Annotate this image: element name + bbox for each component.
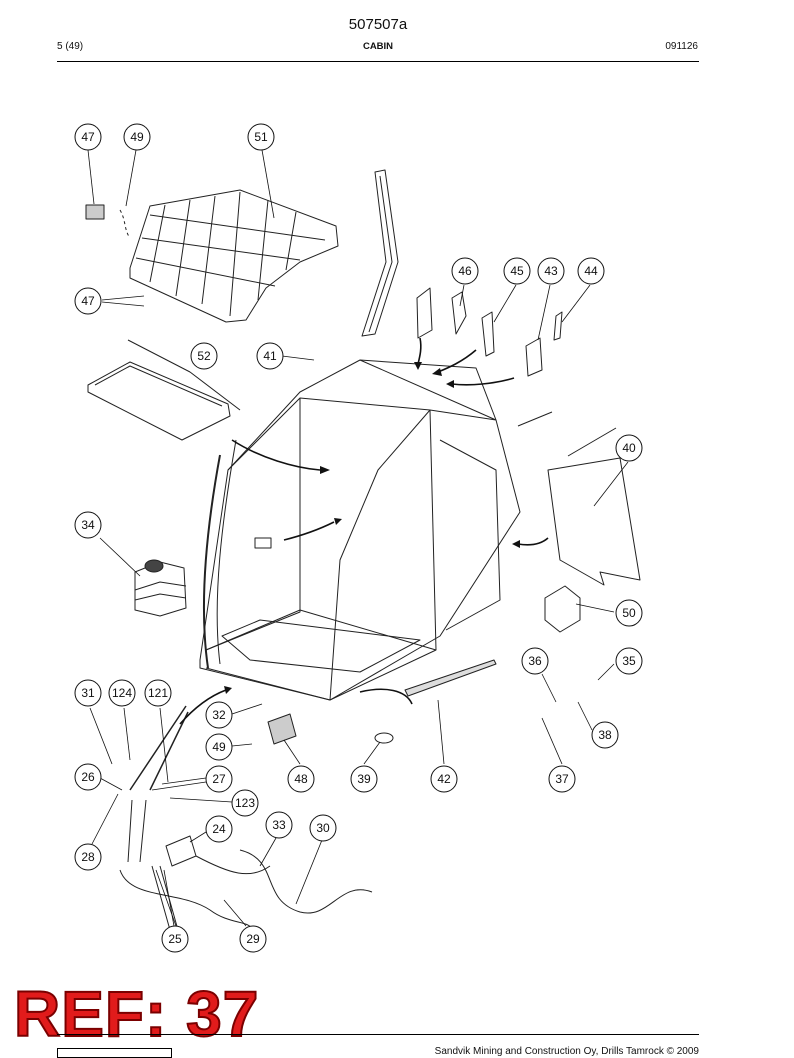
callout-35: 35 bbox=[615, 647, 643, 675]
callout-31: 31 bbox=[74, 679, 102, 707]
callout-50: 50 bbox=[615, 599, 643, 627]
callout-label: 33 bbox=[272, 818, 286, 832]
callout-41: 41 bbox=[256, 342, 284, 370]
callout-label: 34 bbox=[81, 518, 95, 532]
callout-33: 33 bbox=[265, 811, 293, 839]
callout-25: 25 bbox=[161, 925, 189, 953]
callout-47: 47 bbox=[74, 123, 102, 151]
callout-label: 38 bbox=[598, 728, 612, 742]
callout-label: 123 bbox=[235, 796, 255, 810]
callout-label: 36 bbox=[528, 654, 542, 668]
callout-26: 26 bbox=[74, 763, 102, 791]
callout-label: 30 bbox=[316, 821, 330, 835]
callout-42: 42 bbox=[430, 765, 458, 793]
date-code: 091126 bbox=[665, 41, 698, 52]
callout-52: 52 bbox=[190, 342, 218, 370]
callout-label: 124 bbox=[112, 686, 132, 700]
callout-32: 32 bbox=[205, 701, 233, 729]
callout-36: 36 bbox=[521, 647, 549, 675]
callout-label: 48 bbox=[294, 772, 308, 786]
callout-label: 44 bbox=[584, 264, 598, 278]
callout-label: 40 bbox=[622, 441, 636, 455]
callout-37: 37 bbox=[548, 765, 576, 793]
callout-label: 25 bbox=[168, 932, 182, 946]
callout-124: 124 bbox=[108, 679, 136, 707]
callout-49: 49 bbox=[123, 123, 151, 151]
callout-27: 27 bbox=[205, 765, 233, 793]
callout-28: 28 bbox=[74, 843, 102, 871]
footer-rule bbox=[57, 1034, 699, 1035]
callout-47b: 47 bbox=[74, 287, 102, 315]
callout-45: 45 bbox=[503, 257, 531, 285]
header-rule bbox=[57, 61, 699, 62]
callout-label: 39 bbox=[357, 772, 371, 786]
callout-label: 41 bbox=[263, 349, 277, 363]
callout-label: 46 bbox=[458, 264, 472, 278]
callout-label: 29 bbox=[246, 932, 260, 946]
callout-label: 47 bbox=[81, 130, 95, 144]
section-title: CABIN bbox=[362, 41, 394, 52]
callout-label: 43 bbox=[544, 264, 558, 278]
callout-48: 48 bbox=[287, 765, 315, 793]
callout-51: 51 bbox=[247, 123, 275, 151]
callout-label: 24 bbox=[212, 822, 226, 836]
callout-24: 24 bbox=[205, 815, 233, 843]
callout-29: 29 bbox=[239, 925, 267, 953]
callout-121: 121 bbox=[144, 679, 172, 707]
callout-44: 44 bbox=[577, 257, 605, 285]
document-number: 507507a bbox=[348, 16, 408, 33]
callout-label: 47 bbox=[81, 294, 95, 308]
callout-label: 28 bbox=[81, 850, 95, 864]
callout-label: 32 bbox=[212, 708, 226, 722]
sandvik-logo bbox=[57, 1048, 172, 1058]
callout-49b: 49 bbox=[205, 733, 233, 761]
callout-43: 43 bbox=[537, 257, 565, 285]
callout-label: 26 bbox=[81, 770, 95, 784]
callout-label: 42 bbox=[437, 772, 451, 786]
page-number: 5 (49) bbox=[57, 41, 84, 52]
callout-label: 27 bbox=[212, 772, 226, 786]
callout-46: 46 bbox=[451, 257, 479, 285]
callout-label: 49 bbox=[130, 130, 144, 144]
callout-38: 38 bbox=[591, 721, 619, 749]
callout-label: 45 bbox=[510, 264, 524, 278]
callout-label: 37 bbox=[555, 772, 569, 786]
callout-label: 51 bbox=[254, 130, 268, 144]
callout-label: 50 bbox=[622, 606, 636, 620]
callout-40: 40 bbox=[615, 434, 643, 462]
ref-stamp: REF: 37 bbox=[13, 978, 260, 1050]
callout-label: 121 bbox=[148, 686, 168, 700]
callout-label: 49 bbox=[212, 740, 226, 754]
callout-label: 31 bbox=[81, 686, 95, 700]
callout-label: 52 bbox=[197, 349, 211, 363]
callout-123: 123 bbox=[231, 789, 259, 817]
callout-34: 34 bbox=[74, 511, 102, 539]
copyright-notice: Sandvik Mining and Construction Oy, Dril… bbox=[434, 1046, 699, 1057]
callout-39: 39 bbox=[350, 765, 378, 793]
callout-30: 30 bbox=[309, 814, 337, 842]
callout-label: 35 bbox=[622, 654, 636, 668]
